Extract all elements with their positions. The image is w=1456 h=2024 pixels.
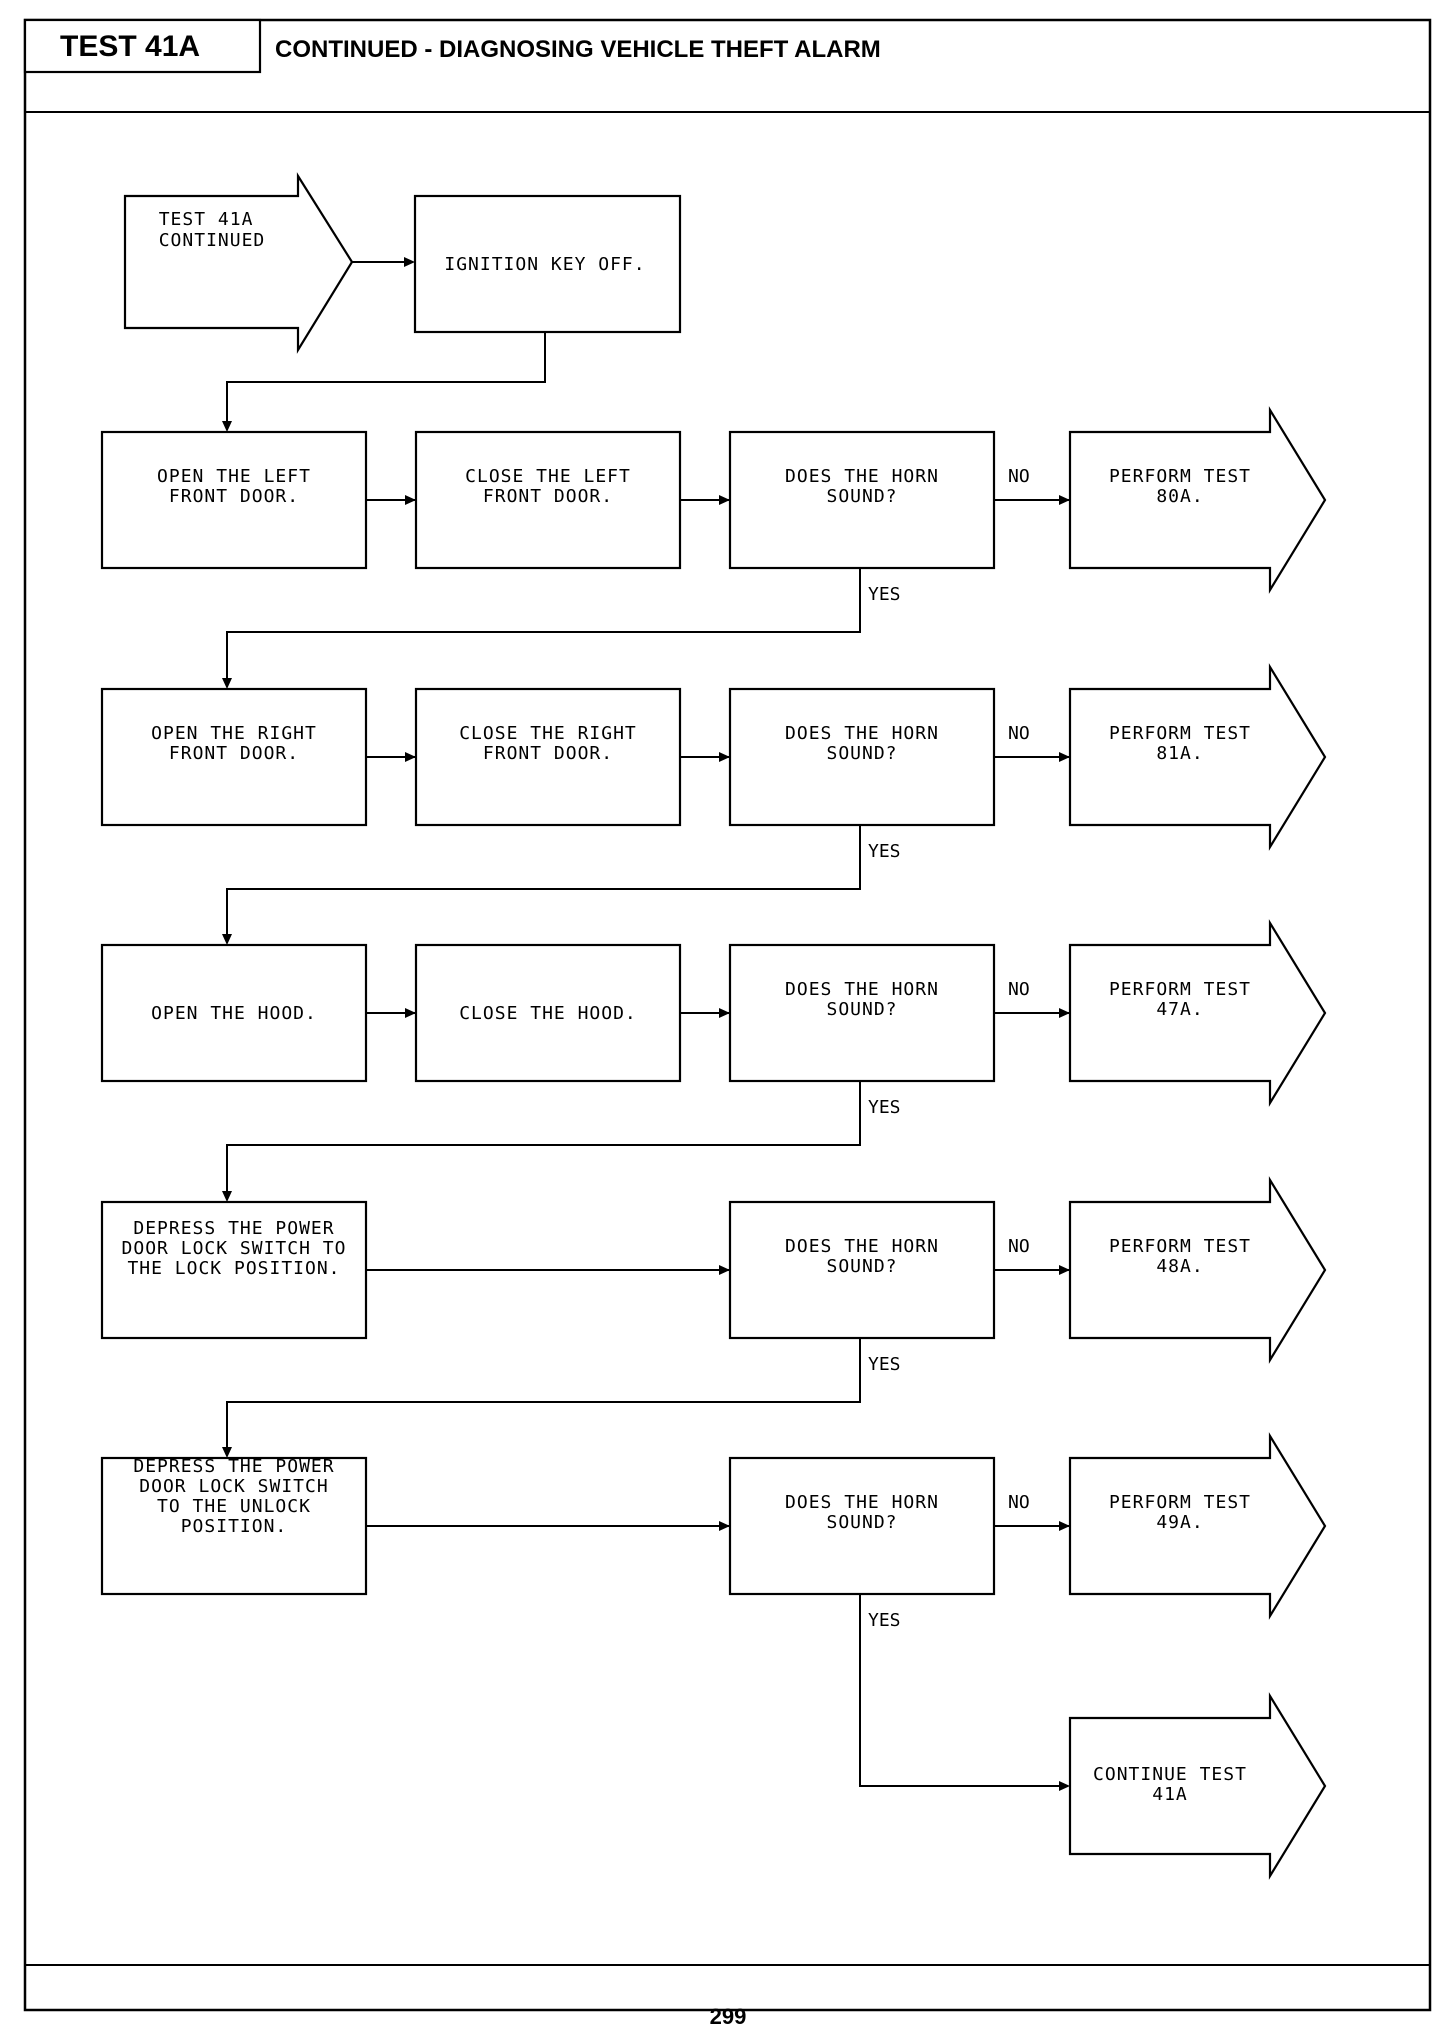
result-arrow <box>1068 1432 1327 1620</box>
arrowhead <box>222 1447 232 1458</box>
arrowhead <box>222 934 232 945</box>
decision-box <box>728 430 996 570</box>
yes-label: YES <box>868 1354 901 1375</box>
connector-yes <box>226 568 861 687</box>
result-arrow <box>1068 663 1327 851</box>
action-box <box>414 687 682 827</box>
connector-yes <box>226 1081 861 1200</box>
arrowhead <box>1059 1008 1070 1018</box>
action-label: OPEN THE HOOD. <box>151 1003 317 1024</box>
page-frame <box>23 18 1432 2012</box>
arrowhead <box>1059 752 1070 762</box>
no-label: NO <box>1008 723 1030 744</box>
arrowhead <box>222 421 232 432</box>
arrowhead <box>405 495 416 505</box>
ignition-step-box <box>413 194 682 334</box>
decision-box <box>728 1456 996 1596</box>
no-label: NO <box>1008 979 1030 1000</box>
result-arrow <box>1068 919 1327 1107</box>
action-label: CLOSE THE HOOD. <box>459 1003 637 1024</box>
action-box <box>100 430 368 570</box>
arrowhead <box>405 752 416 762</box>
arrowhead <box>719 752 730 762</box>
connector-yes-end <box>859 1594 1068 1787</box>
action-box <box>100 687 368 827</box>
action-box <box>100 1200 368 1340</box>
arrowhead <box>1059 1265 1070 1275</box>
action-box <box>414 943 682 1083</box>
start-arrow <box>123 172 354 354</box>
no-label: NO <box>1008 1492 1030 1513</box>
no-label: NO <box>1008 466 1030 487</box>
start-label: TEST 41A CONTINUED <box>159 209 266 251</box>
arrowhead <box>222 678 232 689</box>
ignition-step-label: IGNITION KEY OFF. <box>444 254 645 275</box>
connector-ignition-row1 <box>226 332 546 430</box>
result-arrow <box>1068 1176 1327 1364</box>
test-id-label: TEST 41A <box>60 30 200 63</box>
result-arrow <box>1068 406 1327 594</box>
arrowhead <box>404 257 415 267</box>
test-id-box <box>23 18 262 74</box>
end-arrow <box>1068 1692 1327 1880</box>
yes-label: YES <box>868 1610 901 1631</box>
arrowhead <box>1059 495 1070 505</box>
no-label: NO <box>1008 1236 1030 1257</box>
arrowhead <box>405 1008 416 1018</box>
arrowhead <box>1059 1521 1070 1531</box>
arrowhead <box>1059 1781 1070 1791</box>
action-box <box>100 943 368 1083</box>
arrowhead <box>719 495 730 505</box>
arrowhead <box>719 1265 730 1275</box>
connector-yes <box>226 1338 861 1456</box>
connector-yes <box>226 825 861 943</box>
page-number: 299 <box>710 2004 747 2024</box>
yes-label: YES <box>868 1097 901 1118</box>
decision-box <box>728 943 996 1083</box>
decision-box <box>728 1200 996 1340</box>
arrowhead <box>719 1521 730 1531</box>
page-title: CONTINUED - DIAGNOSING VEHICLE THEFT ALA… <box>275 36 881 63</box>
arrowhead <box>719 1008 730 1018</box>
yes-label: YES <box>868 584 901 605</box>
arrowhead <box>222 1191 232 1202</box>
yes-label: YES <box>868 841 901 862</box>
decision-box <box>728 687 996 827</box>
